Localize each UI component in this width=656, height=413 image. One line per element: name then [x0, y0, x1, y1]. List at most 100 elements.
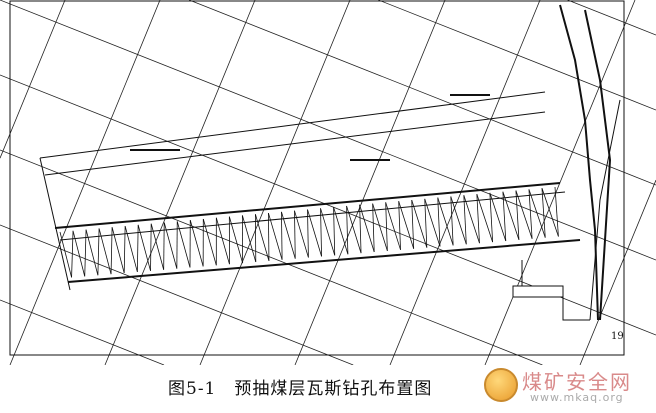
coordinate-grid — [0, 0, 656, 365]
auxiliary-line — [589, 99, 621, 321]
drill-hole — [228, 216, 244, 264]
drill-hole — [476, 194, 480, 244]
drill-hole — [476, 193, 494, 243]
drill-hole — [320, 208, 322, 257]
drill-hole — [515, 190, 520, 240]
drill-hole — [437, 197, 441, 247]
drill-hole — [385, 202, 388, 251]
logo-name: 煤矿安全网 — [522, 370, 632, 394]
drill-hole — [424, 198, 441, 247]
grid-line — [484, 0, 636, 365]
point-label: 19 — [611, 331, 624, 342]
drill-hole — [502, 191, 520, 240]
grid-line — [389, 0, 541, 365]
grid-line — [104, 0, 256, 365]
drill-hole — [372, 203, 375, 253]
grid-line — [189, 0, 656, 186]
grid-line — [0, 0, 66, 159]
leader-line — [562, 291, 590, 321]
drill-hole — [359, 204, 362, 254]
logo-url: www.mkaq.org — [530, 391, 624, 404]
drill-hole — [163, 222, 165, 270]
drill-hole — [268, 213, 270, 261]
drill-hole — [124, 225, 138, 273]
cut-line — [39, 157, 71, 291]
site-logo: 煤矿安全网 www.mkaq.org — [484, 366, 656, 410]
main-shaft-line — [559, 4, 599, 321]
grid-line — [579, 179, 656, 365]
drill-hole — [71, 230, 74, 278]
drill-hole — [489, 192, 507, 242]
drill-hole — [202, 218, 217, 266]
drill-hole — [176, 221, 191, 268]
drill-hole — [72, 230, 86, 277]
drill-hole — [307, 209, 309, 258]
drill-hole — [150, 223, 152, 271]
drill-hole — [294, 210, 309, 258]
figure-caption: 图5-1 预抽煤层瓦斯钻孔布置图 — [168, 379, 433, 399]
grid-line — [9, 0, 161, 365]
drill-hole — [189, 220, 204, 267]
upper-roadway-inner — [44, 111, 546, 176]
drill-holes — [59, 186, 559, 278]
drill-hole — [398, 201, 401, 250]
drill-hole — [123, 226, 126, 274]
drill-hole — [346, 205, 362, 254]
drill-hole — [268, 212, 283, 260]
secondary-shaft-line — [584, 9, 612, 321]
drill-hole — [97, 228, 100, 276]
grid-line — [567, 0, 656, 36]
drill-hole — [84, 229, 87, 277]
lower-roadway — [67, 239, 581, 283]
drill-hole — [554, 186, 559, 237]
drill-hole — [150, 223, 165, 270]
grid-line — [0, 224, 354, 365]
drill-hole — [59, 231, 72, 278]
drilling-roadway-inner — [59, 191, 566, 241]
drill-hole — [320, 208, 336, 256]
drill-hole — [241, 215, 257, 263]
grid-line — [0, 149, 543, 365]
drill-hole — [541, 188, 559, 237]
frame-border — [9, 0, 625, 356]
drill-hole — [281, 211, 283, 260]
drill-hole — [372, 203, 388, 252]
mountain-logo-icon — [484, 368, 518, 402]
upper-roadway — [39, 91, 546, 159]
roadway-structure — [9, 0, 625, 356]
drill-hole — [385, 202, 401, 250]
drill-hole — [450, 196, 454, 246]
drill-hole — [528, 189, 533, 239]
drill-hole — [110, 227, 113, 275]
drill-hole — [98, 228, 112, 275]
drill-hole — [489, 192, 494, 243]
grid-line — [199, 0, 351, 365]
drill-hole — [424, 198, 428, 248]
drill-hole — [85, 229, 99, 276]
grid-line — [0, 299, 165, 365]
drill-hole — [333, 207, 336, 256]
drill-hole — [411, 200, 415, 249]
drill-hole — [528, 189, 546, 238]
drill-hole — [398, 201, 415, 249]
drill-hole — [359, 204, 375, 253]
drill-hole — [333, 207, 349, 255]
drill-hole — [255, 214, 270, 261]
drill-hole — [163, 222, 178, 269]
drill-hole — [215, 217, 230, 265]
drill-hole — [111, 227, 125, 274]
drill-hole-layout-drawing — [0, 0, 656, 365]
drill-hole — [346, 205, 349, 255]
drill-hole — [541, 188, 546, 238]
drill-hole — [281, 211, 296, 259]
drill-hole — [136, 224, 139, 272]
label-box — [512, 285, 564, 298]
drill-hole — [450, 196, 467, 245]
grid-line — [0, 0, 656, 261]
drill-hole — [411, 199, 428, 248]
drill-hole — [463, 195, 480, 244]
drill-hole — [515, 190, 533, 239]
drill-hole — [294, 210, 296, 259]
drill-hole — [307, 209, 322, 257]
